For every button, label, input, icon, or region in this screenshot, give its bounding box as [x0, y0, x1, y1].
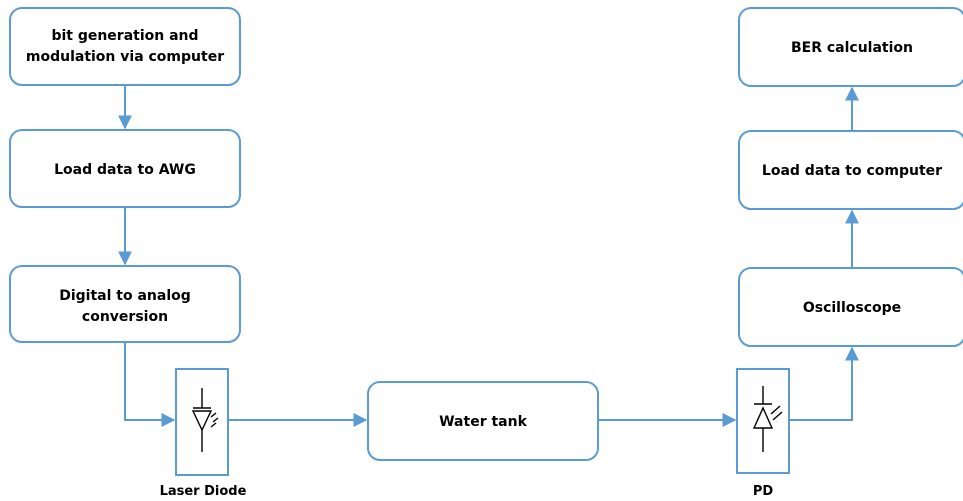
- arrow-pd-to-oscilloscope: [789, 346, 859, 421]
- dac-box: Digital to analog conversion: [9, 265, 241, 343]
- oscilloscope-label: Oscilloscope: [803, 300, 901, 316]
- photodiode-label: PD: [753, 484, 774, 499]
- arrow-dac-to-laser: [124, 342, 176, 427]
- photodiode-icon: [752, 386, 783, 452]
- dac-line1: Digital to analog: [59, 288, 191, 304]
- load-awg-box: Load data to AWG: [9, 129, 241, 208]
- ber-box: BER calculation: [738, 7, 963, 87]
- oscilloscope-box: Oscilloscope: [738, 267, 963, 347]
- water-tank-label: Water tank: [439, 414, 527, 430]
- laser-diode-icon: [191, 388, 219, 452]
- photodiode-device: [736, 368, 790, 474]
- load-awg-label: Load data to AWG: [54, 162, 196, 178]
- bit-generation-box: bit generation and modulation via comput…: [9, 7, 241, 86]
- load-computer-box: Load data to computer: [738, 130, 963, 210]
- bit-generation-line2: modulation via computer: [26, 49, 224, 65]
- ber-label: BER calculation: [791, 40, 913, 56]
- dac-line2: conversion: [82, 309, 168, 325]
- laser-diode-device: [175, 368, 229, 476]
- water-tank-box: Water tank: [367, 381, 599, 461]
- bit-generation-line1: bit generation and: [51, 28, 198, 44]
- laser-diode-label: Laser Diode: [160, 484, 247, 499]
- load-computer-label: Load data to computer: [762, 163, 942, 179]
